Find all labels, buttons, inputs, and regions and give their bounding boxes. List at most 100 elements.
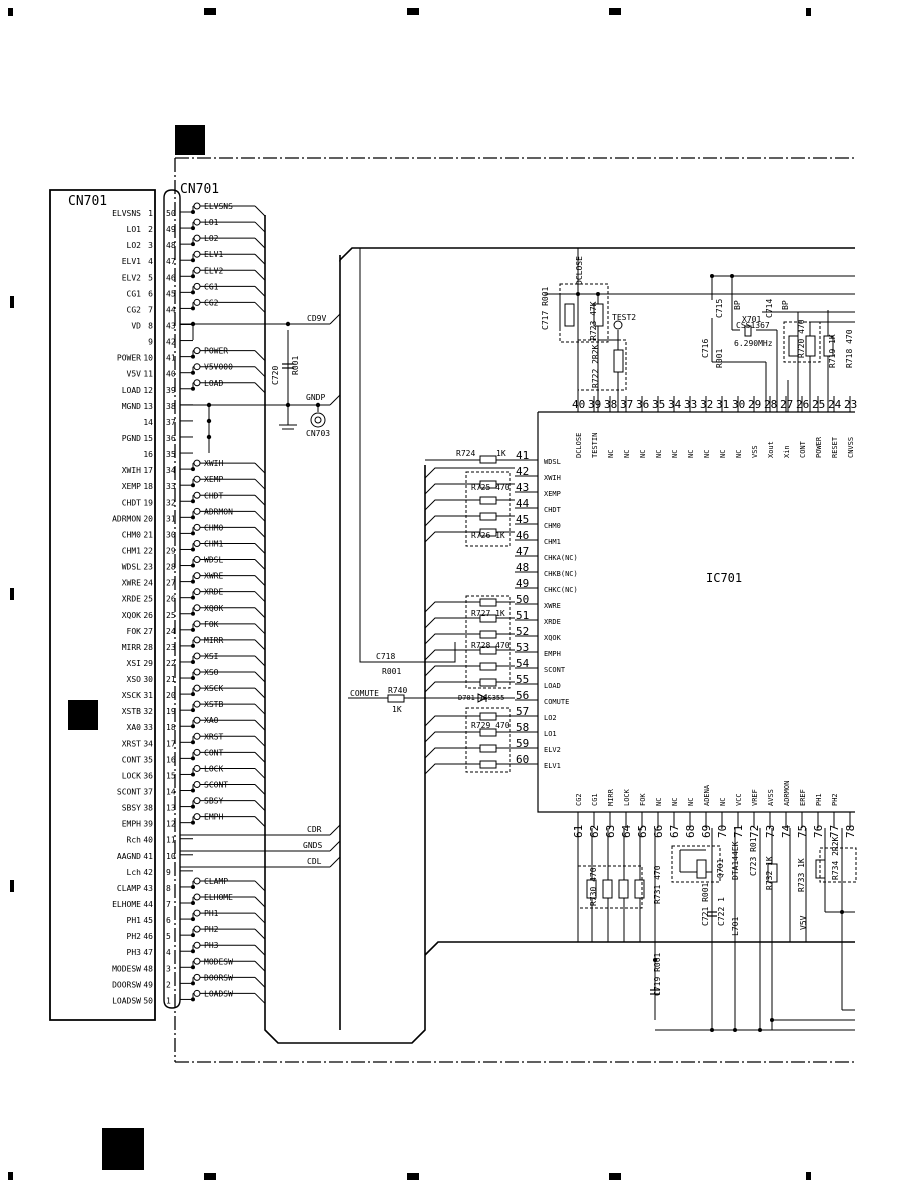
left-pin-number: 39	[143, 820, 153, 829]
terminal	[193, 202, 201, 210]
junction-dot	[191, 965, 195, 970]
left-pin-number: 8	[148, 321, 153, 330]
terminal	[193, 620, 201, 628]
net-gndp: GNDP	[306, 393, 325, 402]
c722-label: C722 1	[717, 897, 726, 926]
ic-left-pin-number: 45	[516, 513, 529, 526]
right-pin-number: 33	[166, 482, 176, 491]
ic-top-pin-label: Xout	[767, 441, 775, 458]
ic-bottom-pin-label: VREF	[751, 789, 759, 806]
terminal	[193, 668, 201, 676]
left-pin-number: 33	[143, 723, 153, 732]
left-pin-label: XSCK	[122, 691, 141, 700]
terminal	[193, 282, 201, 290]
ic-bottom-pin-label: EREF	[799, 789, 807, 806]
left-pin-label: Rch	[127, 836, 142, 845]
ic-left-pin-label: LOAD	[544, 682, 561, 690]
left-pin-number: 49	[143, 980, 153, 989]
ic-bottom-pin-number: 66	[652, 825, 665, 838]
junction-dot	[191, 258, 195, 263]
junction-dot	[191, 692, 195, 697]
right-pin-number: 26	[166, 595, 176, 604]
right-pin-number: 27	[166, 579, 176, 588]
junction-dot	[191, 724, 195, 729]
junction-dot	[191, 659, 195, 664]
left-pin-label: V5V	[127, 370, 142, 379]
r730-label: R730 470	[589, 867, 598, 906]
junction-dot	[191, 210, 195, 214]
left-pin-number: 31	[143, 691, 153, 700]
left-pin-label: PH2	[127, 932, 142, 941]
ic-bottom-pin-label: LOCK	[623, 788, 631, 806]
right-pin-number: 3	[166, 964, 171, 973]
r733-label: R733 1K	[797, 858, 806, 892]
left-pin-label: CHDT	[122, 498, 141, 507]
net-dclose: DCLOSE	[575, 256, 584, 285]
ic-left-pin-number: 55	[516, 673, 529, 686]
ic701: IC701 40DCLOSE39TESTIN38NC37NC36NC35NC34…	[515, 396, 857, 838]
board-outline	[174, 157, 855, 1063]
ic-bottom-pin-label: ADRMON	[783, 781, 791, 806]
left-pin-label: XWRE	[122, 579, 141, 588]
left-pin-label: Lch	[127, 868, 142, 877]
ic-left-pin-label: CHM0	[544, 522, 561, 530]
ic-top-pin-number: 28	[764, 398, 777, 411]
junction-dot	[191, 467, 195, 472]
ic-top-pin-label: DCLOSE	[575, 433, 583, 458]
left-pin-number: 4	[148, 257, 153, 266]
ic-bottom-pin-label: NC	[687, 798, 695, 806]
left-pin-label: XA0	[127, 723, 142, 732]
junction-dot	[191, 676, 195, 681]
left-pin-label: XSTB	[122, 707, 141, 716]
terminal	[193, 363, 201, 371]
ic-top-pin-number: 24	[828, 398, 842, 411]
junction-dot	[191, 627, 195, 632]
ic-bottom-pin-label: NC	[719, 798, 727, 806]
right-pin-number: 20	[166, 691, 176, 700]
c720-capacitor	[282, 363, 294, 369]
left-pin-number: 6	[148, 289, 153, 298]
right-pin-number: 50	[166, 209, 176, 218]
ic-top-parts	[564, 303, 834, 373]
right-pin-number: 40	[166, 370, 176, 379]
ic-bottom-pin-number: 68	[684, 825, 697, 838]
ic-bottom-pin-label: VCC	[735, 793, 743, 806]
ic-top-pin-number: 31	[716, 398, 729, 411]
ic-left-pin-number: 58	[516, 721, 529, 734]
ic-left-pin-label: XEMP	[544, 490, 561, 498]
terminal	[193, 507, 201, 515]
ic-left-pin-number: 54	[516, 657, 530, 670]
ic-bottom-pin-label: CG1	[591, 793, 599, 806]
right-pin-number: 21	[166, 675, 176, 684]
left-pin-number: 30	[143, 675, 153, 684]
left-pin-number: 34	[143, 739, 153, 748]
r727-label: R727 1K	[471, 609, 505, 618]
ic-bottom-pin-label: CG2	[575, 793, 583, 806]
q701-label: Q701	[716, 859, 725, 878]
ic-left-pin-number: 44	[516, 497, 530, 510]
left-pin-number: 9	[148, 338, 153, 347]
left-pin-label: ADRMON	[112, 514, 141, 523]
ic-left-pin-number: 50	[516, 593, 529, 606]
ic-top-pin-label: NC	[623, 450, 631, 458]
terminal	[193, 475, 201, 483]
r719-label: R719 1K	[828, 334, 837, 368]
net-cd9v: CD9V	[307, 314, 326, 323]
ic-left-pin-label: COMUTE	[544, 698, 569, 706]
right-pin-number: 13	[166, 804, 176, 813]
ic-left-pin-number: 57	[516, 705, 529, 718]
r726-label: R726 1K	[471, 531, 505, 540]
left-pin-label: CG2	[127, 305, 142, 314]
left-pin-label: DOORSW	[112, 980, 141, 989]
r722-label: R722 2R2K	[591, 344, 600, 388]
right-pin-number: 46	[166, 273, 176, 282]
ic-bottom-pin-number: 70	[716, 825, 729, 838]
right-connector: CN701 50ELVSNS49LO148LO247ELV146ELV245CG…	[163, 182, 266, 1009]
ic-top-pin-label: NC	[703, 450, 711, 458]
left-pin-number: 16	[143, 450, 153, 459]
left-pin-number: 28	[143, 643, 153, 652]
left-pin-label: XWIH	[122, 466, 141, 475]
junction-dot	[191, 306, 195, 311]
ic-top-pin-label: POWER	[815, 436, 823, 458]
